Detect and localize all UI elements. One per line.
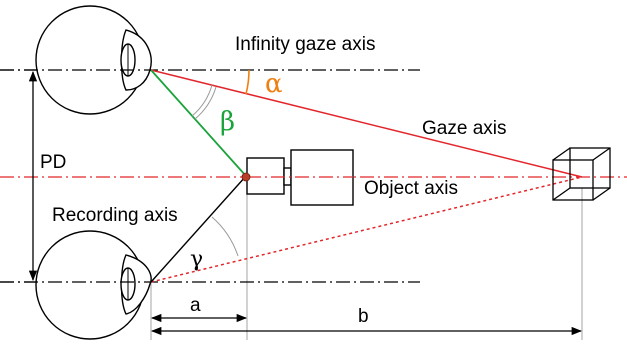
a-label: a xyxy=(190,295,201,316)
bottom-eye xyxy=(35,230,152,340)
gamma-label: γ xyxy=(190,247,203,272)
object-axis-label: Object axis xyxy=(364,178,458,199)
gaze-axis-label: Gaze axis xyxy=(422,118,506,139)
beta-line xyxy=(150,69,247,177)
camera-lens-body xyxy=(246,157,285,195)
top-eye xyxy=(35,5,152,115)
beta-label: β xyxy=(220,107,235,137)
cube-back-face xyxy=(569,147,611,189)
camera-pivot-dot xyxy=(241,172,251,182)
beta-angle-arc-outer xyxy=(194,86,217,120)
pd-label: PD xyxy=(40,152,66,173)
infinity-gaze-axis-label: Infinity gaze axis xyxy=(235,34,375,55)
beta-angle-arc-inner xyxy=(191,84,213,117)
pd-label-bg xyxy=(38,148,76,174)
gamma-angle-arc xyxy=(211,216,239,257)
gaze-axis-line xyxy=(150,69,583,178)
lower-gaze-axis-dotted xyxy=(150,176,583,283)
alpha-angle-arc xyxy=(245,69,250,95)
b-label: b xyxy=(358,306,369,327)
recording-axis-label: Recording axis xyxy=(52,205,178,226)
object-cube xyxy=(552,147,611,201)
cube-front-face xyxy=(552,159,594,201)
recording-axis-line xyxy=(150,175,247,283)
alpha-label: α xyxy=(265,69,283,99)
